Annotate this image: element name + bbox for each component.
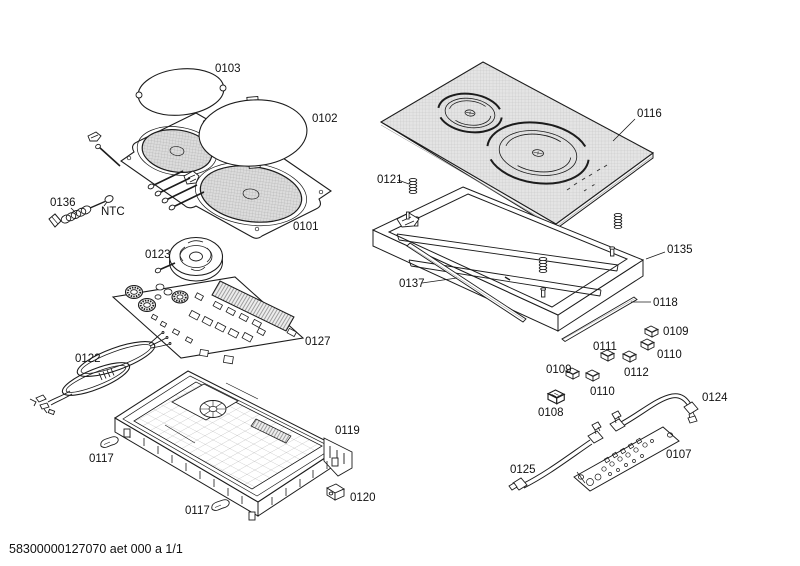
cable-wire-ends	[148, 331, 172, 349]
part-label-0117-bottom: 0117	[185, 505, 210, 517]
toroid-coils	[124, 284, 189, 313]
cover-disc	[198, 95, 308, 169]
part-label-0124: 0124	[702, 392, 728, 404]
part-label-0118: 0118	[653, 297, 678, 309]
glass-ceramic-top	[379, 61, 655, 230]
power-pcb	[111, 276, 305, 365]
frame-bracket	[396, 211, 420, 228]
insulation-mat	[135, 68, 227, 116]
part-label-0119: 0119	[335, 425, 360, 437]
large-cooking-zone	[486, 121, 590, 185]
touch-control-pcb	[573, 426, 680, 492]
trim-strip-left	[406, 242, 527, 323]
cooling-fan	[154, 236, 224, 282]
part-label-0101: 0101	[293, 221, 319, 233]
spring	[538, 256, 548, 274]
heatsink	[211, 280, 295, 332]
part-label-0137: 0137	[399, 278, 425, 290]
part-label-0110-right: 0110	[657, 349, 682, 361]
leader-lines	[70, 118, 666, 303]
fixing-clip	[100, 436, 119, 448]
tray-rim-slots	[129, 430, 328, 505]
coil-bracket	[183, 170, 200, 185]
touch-pads	[586, 437, 654, 486]
part-label-0120: 0120	[350, 492, 376, 504]
mains-cable	[29, 331, 172, 416]
part-label-0117-left: 0117	[89, 453, 114, 465]
switch-blocks	[547, 325, 659, 405]
part-label-0123: 0123	[145, 249, 171, 261]
part-label-0112: 0112	[624, 367, 649, 379]
part-label-0108: 0108	[538, 407, 564, 419]
part-label-0107: 0107	[666, 449, 692, 461]
base-tray	[113, 370, 353, 521]
tray-feet	[123, 428, 339, 521]
part-labels: 0103 0102 0101 0116 0121 0136 NTC 0123 0…	[50, 63, 728, 517]
part-label-0125: 0125	[510, 464, 536, 476]
part-label-0109-right: 0109	[663, 326, 689, 338]
part-label-0111: 0111	[593, 341, 617, 353]
switch-block-0110	[585, 369, 600, 382]
ribbon-cable-0125	[508, 421, 604, 491]
switch-block-0109	[644, 325, 659, 338]
fixing-clip	[211, 499, 230, 511]
upper-clip-screw	[87, 131, 121, 167]
ntc-sensor	[48, 195, 114, 228]
part-label-0103: 0103	[215, 63, 241, 75]
glass-control-markings	[559, 164, 608, 192]
spring	[408, 177, 418, 195]
fixing-screws	[147, 170, 205, 211]
part-label-0121: 0121	[377, 174, 403, 186]
part-label-0102: 0102	[312, 113, 338, 125]
ribbon-cable-0124	[609, 393, 699, 432]
trim-strip-right	[561, 296, 638, 343]
small-foot-block	[326, 483, 345, 501]
coil-carrier-assembly	[87, 68, 332, 239]
part-label-ntc: NTC	[101, 206, 125, 218]
part-label-0127: 0127	[305, 336, 331, 348]
part-label-0116: 0116	[637, 108, 662, 120]
part-label-0109-left: 0109	[546, 364, 572, 376]
part-label-0136: 0136	[50, 197, 76, 209]
part-label-0122: 0122	[75, 353, 101, 365]
tray-interior	[164, 382, 292, 444]
spring	[613, 212, 623, 230]
cable-terminals	[29, 394, 56, 416]
part-label-0135: 0135	[667, 244, 693, 256]
ntc-sensor-head	[104, 195, 114, 203]
switch-block-0110	[640, 338, 655, 351]
small-cooking-zone	[437, 92, 503, 134]
document-number: 58300000127070 aet 000 a 1/1	[9, 542, 183, 556]
pcb-components	[150, 283, 298, 365]
part-label-0110-left: 0110	[590, 386, 615, 398]
switch-block-0112	[622, 350, 637, 363]
switch-block-0108	[547, 389, 565, 405]
